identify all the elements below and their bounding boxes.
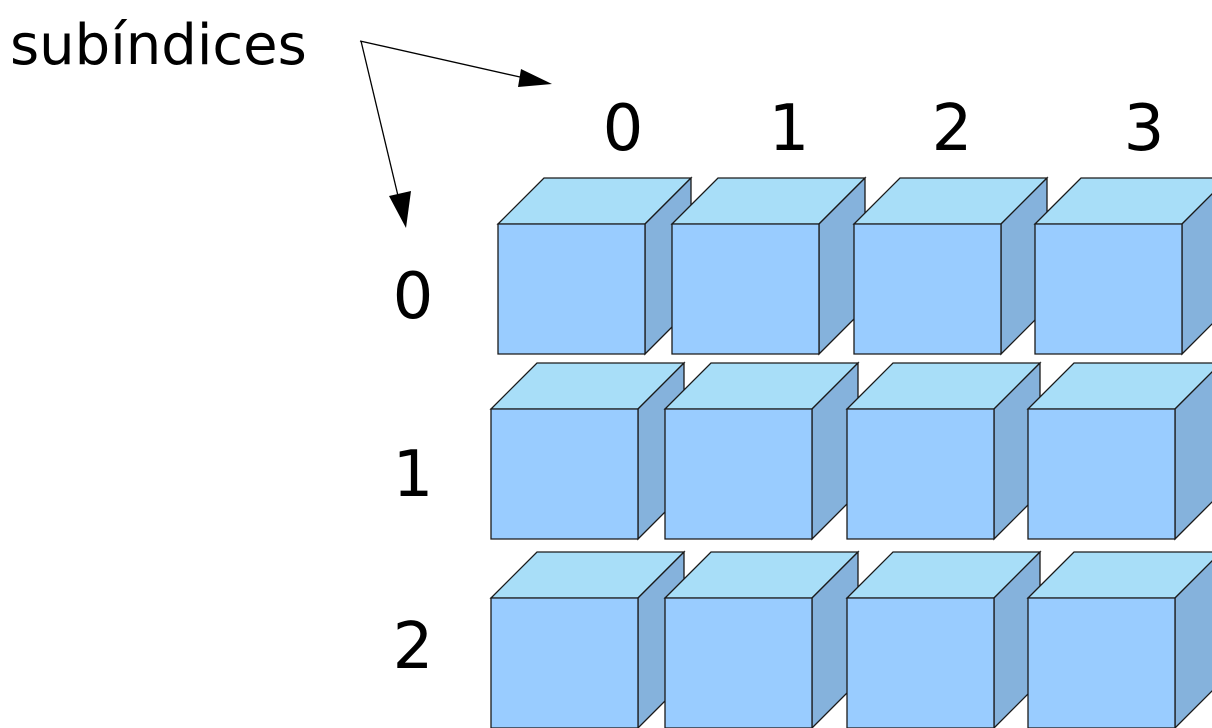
array-cell-0-3 <box>1033 177 1212 356</box>
row-index-2: 2 <box>393 610 434 684</box>
subindices-label: subíndices <box>10 13 307 78</box>
cube-front-face <box>664 408 813 540</box>
cube-front-face <box>1027 408 1176 540</box>
array-cell-2-1 <box>663 550 860 728</box>
cube-front-face <box>497 223 646 355</box>
array-cell-0-0 <box>496 176 693 356</box>
cube-front-face <box>1027 597 1176 728</box>
arrow-to-column-indices <box>359 40 521 78</box>
row-index-1: 1 <box>393 438 434 512</box>
cube-front-face <box>846 597 995 728</box>
cube-front-face <box>846 408 995 540</box>
cube-front-face <box>490 408 639 540</box>
column-index-1: 1 <box>769 92 810 166</box>
array-cell-1-0 <box>489 361 686 541</box>
column-indices: 0 1 2 3 <box>603 92 1165 166</box>
array-cell-1-3 <box>1026 362 1212 541</box>
annotation-arrows <box>359 40 552 228</box>
array-cell-2-0 <box>489 550 686 728</box>
array-cell-1-1 <box>663 361 860 541</box>
cube-top-face <box>1033 177 1212 225</box>
column-index-3: 3 <box>1124 92 1165 166</box>
cube-front-face <box>1034 223 1183 355</box>
cube-grid <box>489 176 1212 728</box>
cube-front-face <box>671 223 820 355</box>
cube-front-face <box>664 597 813 728</box>
array-cell-0-1 <box>670 176 867 356</box>
arrowhead-columns <box>518 69 552 87</box>
array-cell-2-3 <box>1026 551 1212 728</box>
array-cell-1-2 <box>845 361 1042 541</box>
arrow-to-row-indices <box>360 40 400 201</box>
arrowhead-rows <box>389 191 411 228</box>
column-index-0: 0 <box>603 92 644 166</box>
cube-front-face <box>853 223 1002 355</box>
column-index-2: 2 <box>932 92 973 166</box>
array-cell-0-2 <box>852 176 1049 356</box>
array-cell-2-2 <box>845 550 1042 728</box>
cube-front-face <box>490 597 639 728</box>
row-index-0: 0 <box>393 260 434 334</box>
row-indices: 0 1 2 <box>393 260 434 684</box>
